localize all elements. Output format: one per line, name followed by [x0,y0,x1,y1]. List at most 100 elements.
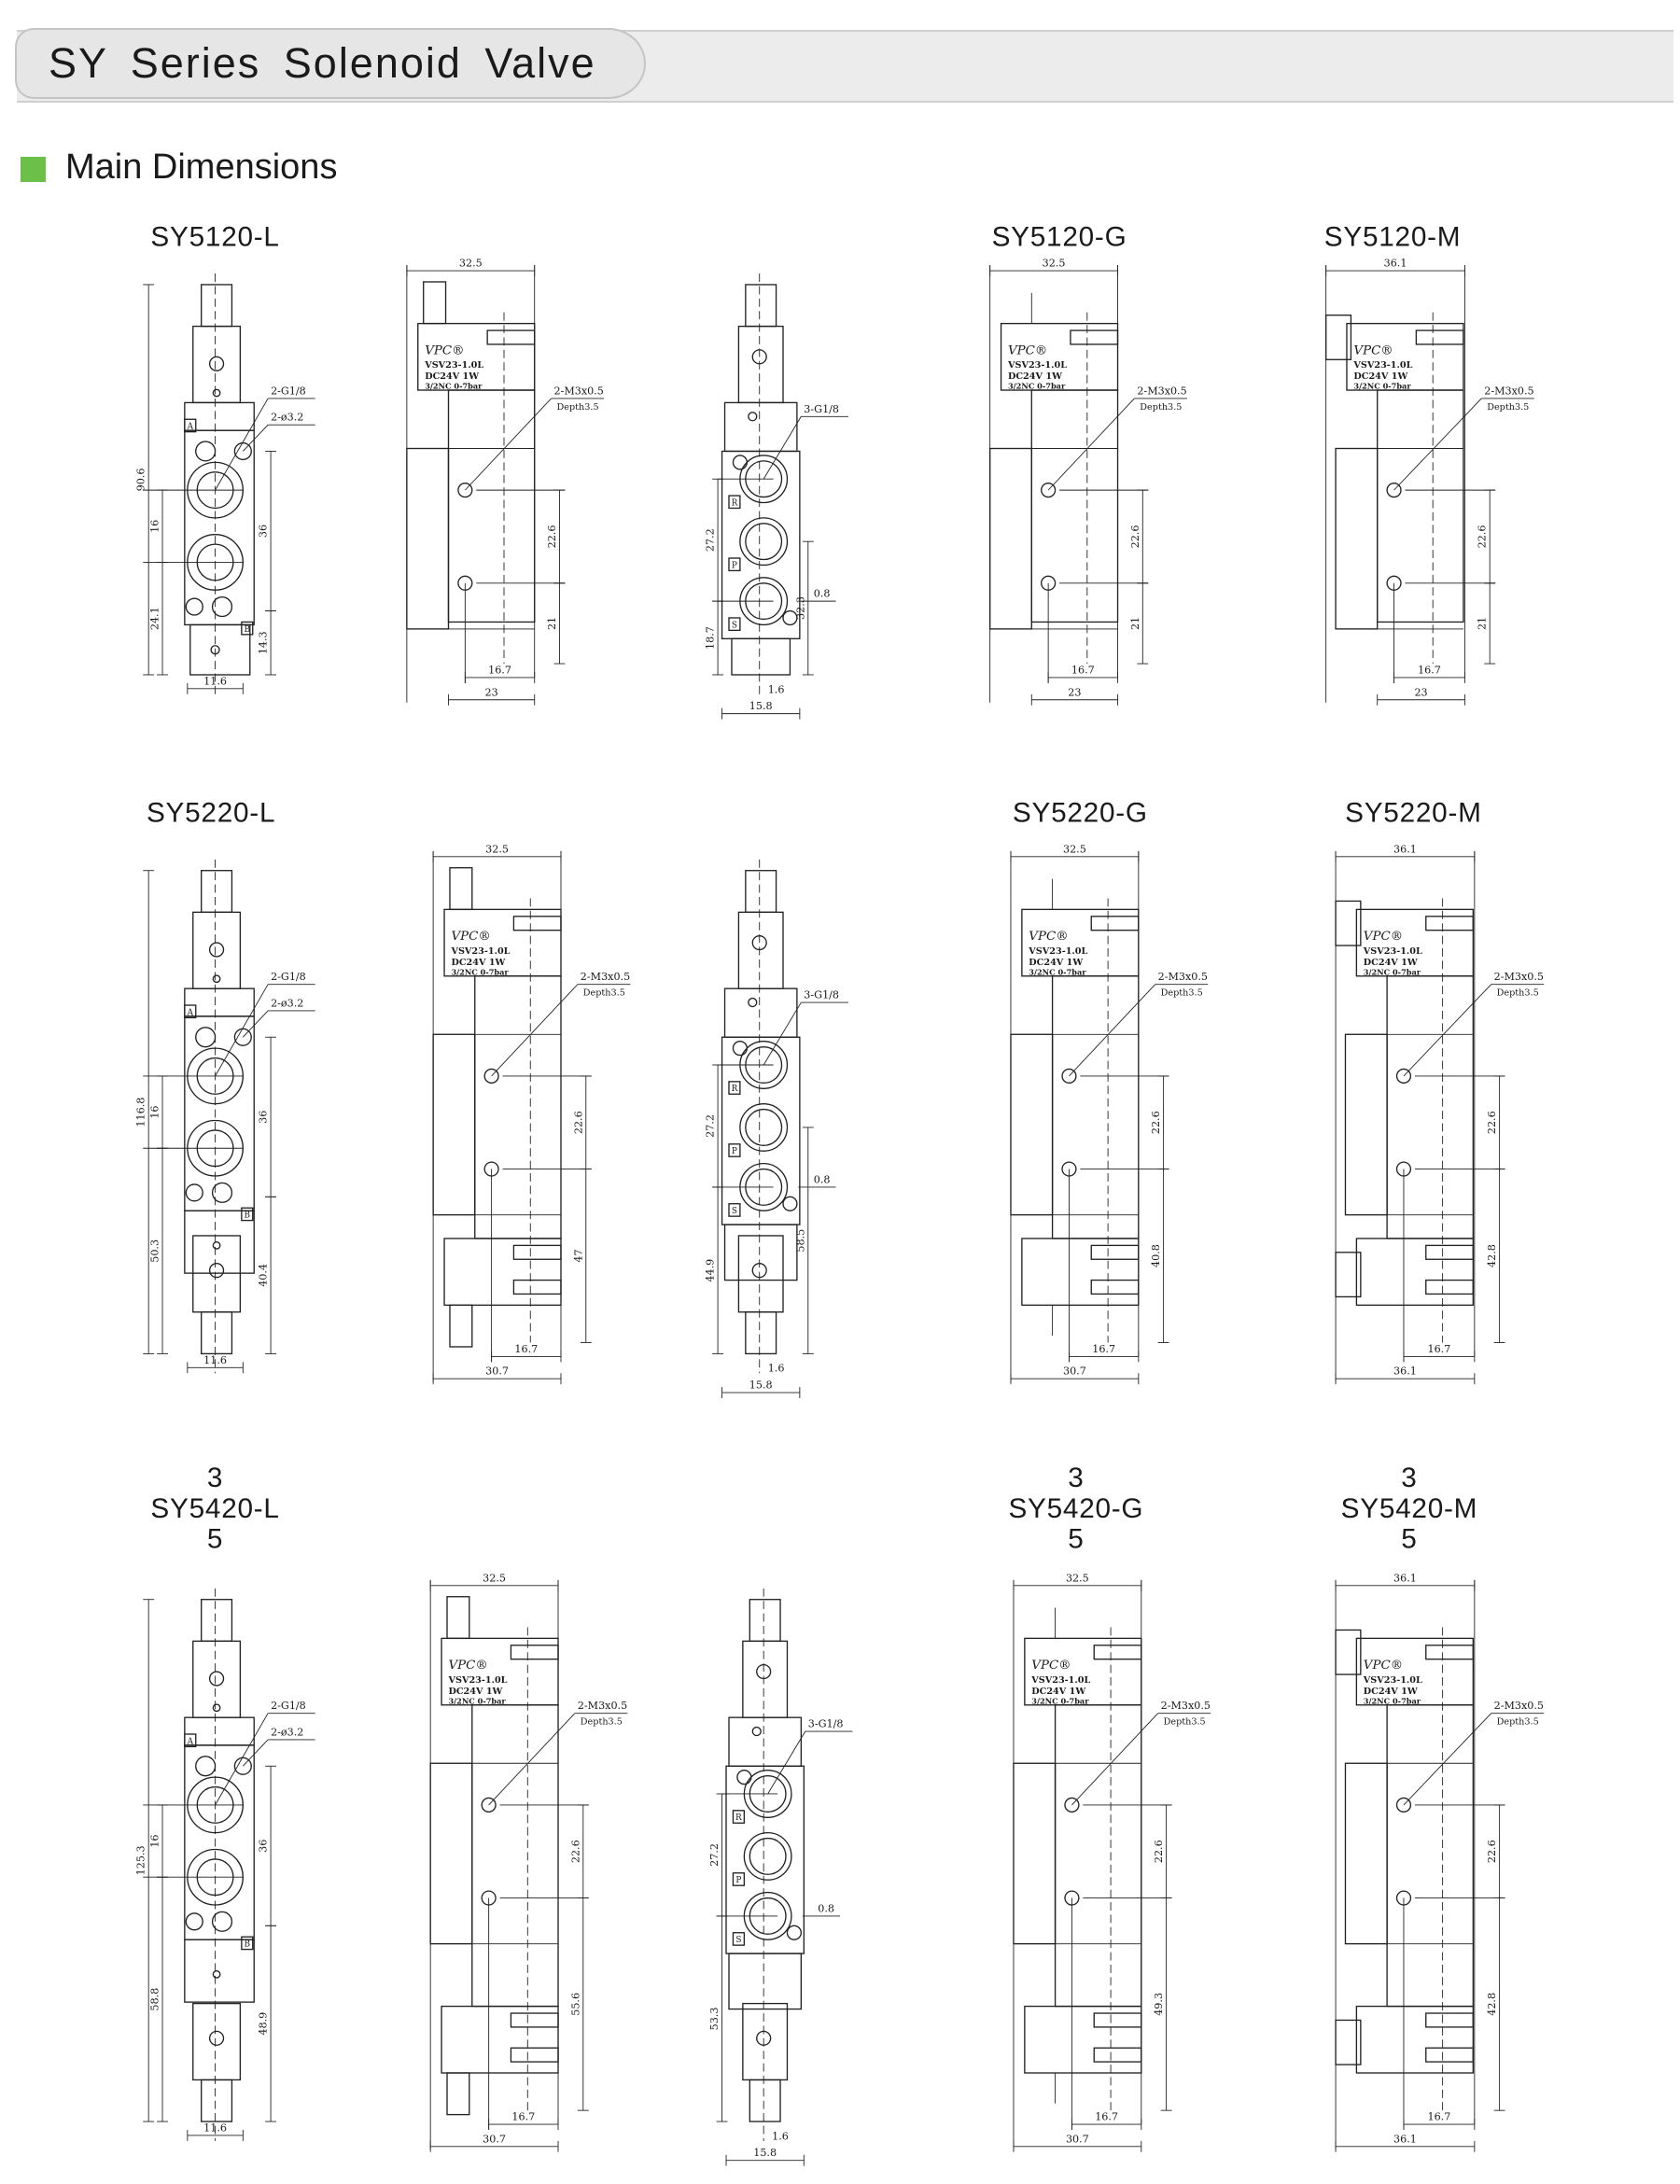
coil-model: VSV23-1.0L [1030,1675,1090,1686]
connector [201,284,233,328]
housing [184,1210,255,1274]
port-inner [745,523,783,561]
dimension-label: 16.7 [1418,664,1441,676]
leader-line [1393,398,1482,491]
valve-body [1386,975,1475,1239]
terminal [1425,1279,1475,1295]
coil-spec: 3/2NC 0-7bar [1364,967,1421,976]
connector [201,2079,233,2122]
terminal [1090,1279,1140,1295]
dimension-label: 16 [149,520,161,533]
coil [737,1235,784,1313]
terminal [1425,2047,1475,2063]
valve-body [1030,389,1119,623]
screw [751,1263,767,1279]
dimension-label: 36.1 [1384,258,1407,270]
terminal [512,1244,562,1260]
dimension-label: 16.7 [514,1343,538,1355]
coil-brand: VPC® [1008,343,1047,357]
housing [184,1939,255,2003]
mount-hole [1061,1068,1077,1084]
port-mark [241,621,254,636]
coil [192,911,242,989]
leader-line [243,1739,269,1767]
dimension-label: 15.8 [753,2147,777,2159]
port-mark [184,418,197,433]
coil-model: VSV23-1.0L [1363,946,1422,957]
coil-rating: DC24V 1W [448,1687,502,1697]
connector [201,1311,233,1355]
thread-callout: 2-M3x0.5 [578,1700,627,1712]
dimension-label: 11.6 [203,675,227,687]
connector [201,1599,233,1643]
dimension-label: 47 [572,1249,584,1262]
dimension-label: 1.6 [768,683,785,695]
dimension-label: 1.6 [768,1363,785,1375]
mount-hole [782,1196,798,1211]
mount-hole [185,1183,203,1202]
mount-screw [195,1027,217,1048]
coil-brand: VPC® [1353,343,1393,357]
port-callout: 2-G1/8 [271,385,306,397]
dimension-label: 22.6 [1486,1111,1498,1134]
port-mark [241,1207,254,1222]
connector [745,284,777,328]
dimension-label: 42.8 [1486,1993,1498,2016]
dimension-label: 22.6 [1486,1840,1498,1863]
model-port-count-top: 3 [1068,1463,1084,1493]
dimension-label: 30.7 [483,2133,506,2145]
mount-hole [1395,1797,1412,1813]
dimension-label: 15.8 [749,700,773,712]
side-plate [1010,1033,1054,1216]
dimension-label: 16.7 [1095,2111,1118,2123]
hole-callout: 2-ø3.2 [271,998,303,1010]
dimension-label: 36.1 [1393,1572,1417,1584]
housing [184,987,255,1017]
port-mark-label: B [245,1211,251,1221]
depth-note: Depth3.5 [1161,988,1203,999]
dimension-label: 32.5 [1063,843,1086,855]
port-callout: 2-G1/8 [271,971,306,983]
coil-spec: 3/2NC 0-7bar [1008,382,1066,391]
side-plate [1344,1033,1388,1216]
connector [749,1599,781,1643]
screw [751,349,767,365]
model-heading: SY5220-M [1345,798,1481,829]
side-plate [429,1762,473,1945]
port-mark [728,1143,741,1157]
dimension-label: 58.8 [149,1988,161,2011]
coil-spec: 3/2NC 0-7bar [1031,1696,1089,1705]
depth-note: Depth3.5 [1497,988,1539,999]
dimension-label: 18.7 [705,626,717,650]
model-name: SY5120-G [992,221,1127,252]
connector [745,870,777,914]
terminal [1090,1244,1140,1260]
model-name: SY5420-L [150,1493,279,1524]
thread-callout: 2-M3x0.5 [1494,971,1544,983]
dimension-label: 16.7 [1092,1343,1115,1355]
port-callout: 3-G1/8 [804,989,839,1001]
mount-hole [233,1757,252,1775]
housing [728,1716,803,1767]
dimension-label: 30.7 [1063,1365,1086,1378]
terminal [1425,2012,1475,2028]
depth-note: Depth3.5 [1140,402,1182,413]
model-heading: SY5220-G [1013,798,1148,829]
port-mark [728,1203,741,1217]
screw [212,1969,221,1979]
coil-model: VSV23-1.0L [1352,360,1412,371]
dimension-label: 49.3 [1153,1993,1165,2016]
dimension-label: 16.7 [1427,2111,1450,2123]
coil-rating: DC24V 1W [1008,371,1062,382]
dimension-label: 48.9 [258,2012,270,2036]
leader-line [767,1730,806,1795]
screw [208,2030,225,2046]
port-mark [241,1936,254,1951]
model-name: SY5220-G [1013,798,1148,829]
valve-body [447,389,536,623]
